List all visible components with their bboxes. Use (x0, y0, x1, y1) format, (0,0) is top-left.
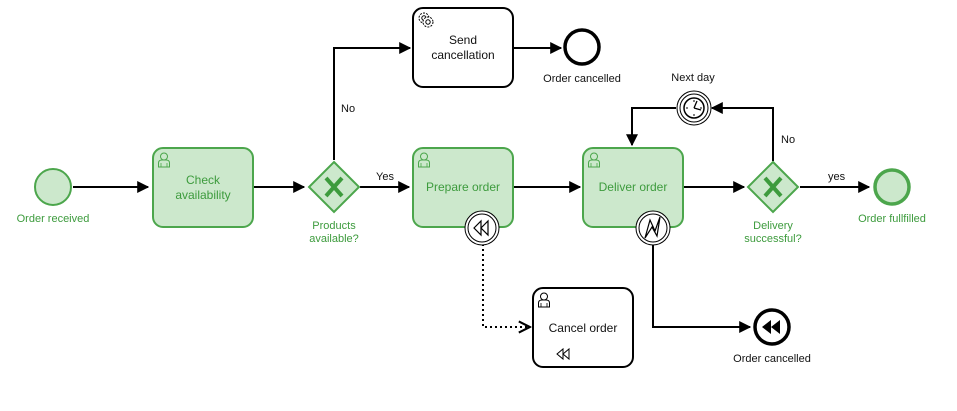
task-label: Cancel order (549, 321, 618, 335)
flow-delivery-no-to-timer[interactable] (710, 102, 774, 161)
task-check-availability[interactable]: Check availability (152, 147, 254, 228)
gateway-products-available[interactable]: Products available? (307, 160, 361, 245)
flow-label-products-yes: Yes (376, 171, 394, 183)
end-event-order-cancelled-compensation[interactable]: Order cancelled (733, 308, 811, 365)
flow-timer-to-deliver[interactable] (626, 107, 676, 147)
end-event-label: Order fullfilled (858, 213, 926, 225)
compensation-marker-icon (556, 347, 570, 361)
exclusive-gateway-x-icon (324, 176, 344, 198)
end-event-icon (563, 28, 601, 66)
clock-icon (683, 97, 705, 119)
boundary-event-error[interactable] (635, 210, 671, 246)
task-send-cancellation[interactable]: Send cancellation (412, 7, 514, 88)
task-cancel-order[interactable]: Cancel order (532, 287, 634, 368)
flow-error-to-cancelled[interactable] (652, 244, 752, 333)
end-event-order-cancelled-top[interactable]: Order cancelled (543, 28, 621, 85)
association-compensation-to-cancel[interactable] (482, 244, 530, 327)
gateway-label-line1: Delivery (753, 220, 793, 232)
exclusive-gateway-x-icon (763, 176, 783, 198)
flow-gateway-no-to-send-cancellation[interactable] (333, 42, 412, 160)
sequence-flows (73, 42, 871, 333)
boundary-event-compensation[interactable] (464, 210, 500, 246)
gateway-label-line1: Products (312, 220, 356, 232)
compensation-boundary-icon (473, 219, 489, 237)
start-event-icon (34, 168, 72, 206)
flow-label-delivery-no: No (781, 134, 795, 146)
error-boundary-icon (644, 216, 661, 239)
task-label-line2: availability (175, 188, 230, 202)
task-deliver-order[interactable]: Deliver order (582, 147, 684, 228)
start-event-order-received[interactable]: Order received (17, 168, 90, 225)
task-label: Prepare order (426, 180, 500, 194)
task-label-line1: Check (186, 173, 221, 187)
task-label: Deliver order (599, 180, 668, 194)
end-event-order-fulfilled[interactable]: Order fullfilled (858, 168, 926, 225)
task-prepare-order[interactable]: Prepare order (412, 147, 514, 228)
timer-label: Next day (671, 72, 715, 84)
flow-label-products-no: No (341, 103, 355, 115)
flow-label-delivery-yes: yes (828, 171, 846, 183)
gateway-label-line2: successful? (744, 233, 801, 245)
end-event-label: Order cancelled (543, 73, 621, 85)
intermediate-timer-event[interactable]: Next day (671, 72, 715, 126)
end-event-icon (873, 168, 911, 206)
gear-icon (418, 12, 434, 28)
compensation-end-event-icon (762, 320, 780, 334)
gateway-delivery-successful[interactable]: Delivery successful? (744, 160, 802, 245)
end-event-label: Order cancelled (733, 353, 811, 365)
start-event-label: Order received (17, 213, 90, 225)
gateway-label-line2: available? (309, 233, 359, 245)
task-label-line2: cancellation (431, 48, 494, 62)
task-label-line1: Send (449, 33, 477, 47)
